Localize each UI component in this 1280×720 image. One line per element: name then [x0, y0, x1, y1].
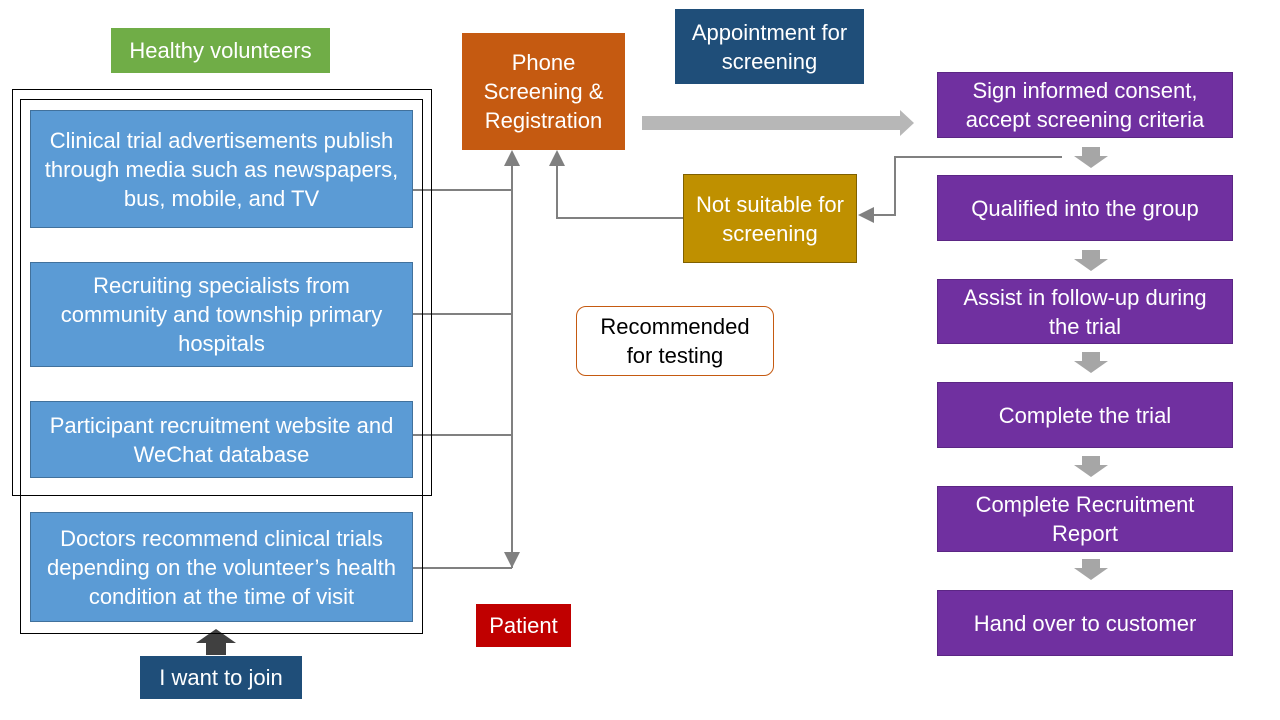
source-website: Participant recruitment website and WeCh… — [30, 401, 413, 478]
step-follow-up: Assist in follow-up during the trial — [937, 279, 1233, 344]
step-hand-over: Hand over to customer — [937, 590, 1233, 656]
phone-screening-box: Phone Screening & Registration — [462, 33, 625, 150]
healthy-volunteers-label: Healthy volunteers — [111, 28, 330, 73]
step-complete-trial: Complete the trial — [937, 382, 1233, 448]
source-media-ads: Clinical trial advertisements publish th… — [30, 110, 413, 228]
source-doctors: Doctors recommend clinical trials depend… — [30, 512, 413, 622]
reject-line — [858, 156, 1062, 223]
step-recruitment-report: Complete Recruitment Report — [937, 486, 1233, 552]
appointment-label: Appointment for screening — [675, 9, 864, 84]
down-arrow — [1074, 456, 1108, 477]
healthy-volunteers-group — [12, 89, 432, 496]
down-arrow — [1074, 250, 1108, 271]
patient-group — [20, 99, 423, 634]
patient-label: Patient — [476, 604, 571, 647]
down-arrow — [1074, 559, 1108, 580]
return-line — [549, 150, 683, 219]
join-up-arrow — [196, 629, 236, 655]
step-qualified: Qualified into the group — [937, 175, 1233, 241]
not-suitable-box: Not suitable for screening — [683, 174, 857, 263]
source-specialists: Recruiting specialists from community an… — [30, 262, 413, 367]
down-arrow — [1074, 352, 1108, 373]
join-button[interactable]: I want to join — [140, 656, 302, 699]
step-informed-consent: Sign informed consent, accept screening … — [937, 72, 1233, 138]
recommended-label: Recommended for testing — [576, 306, 774, 376]
forward-arrow — [642, 110, 914, 136]
down-arrow — [1074, 147, 1108, 168]
